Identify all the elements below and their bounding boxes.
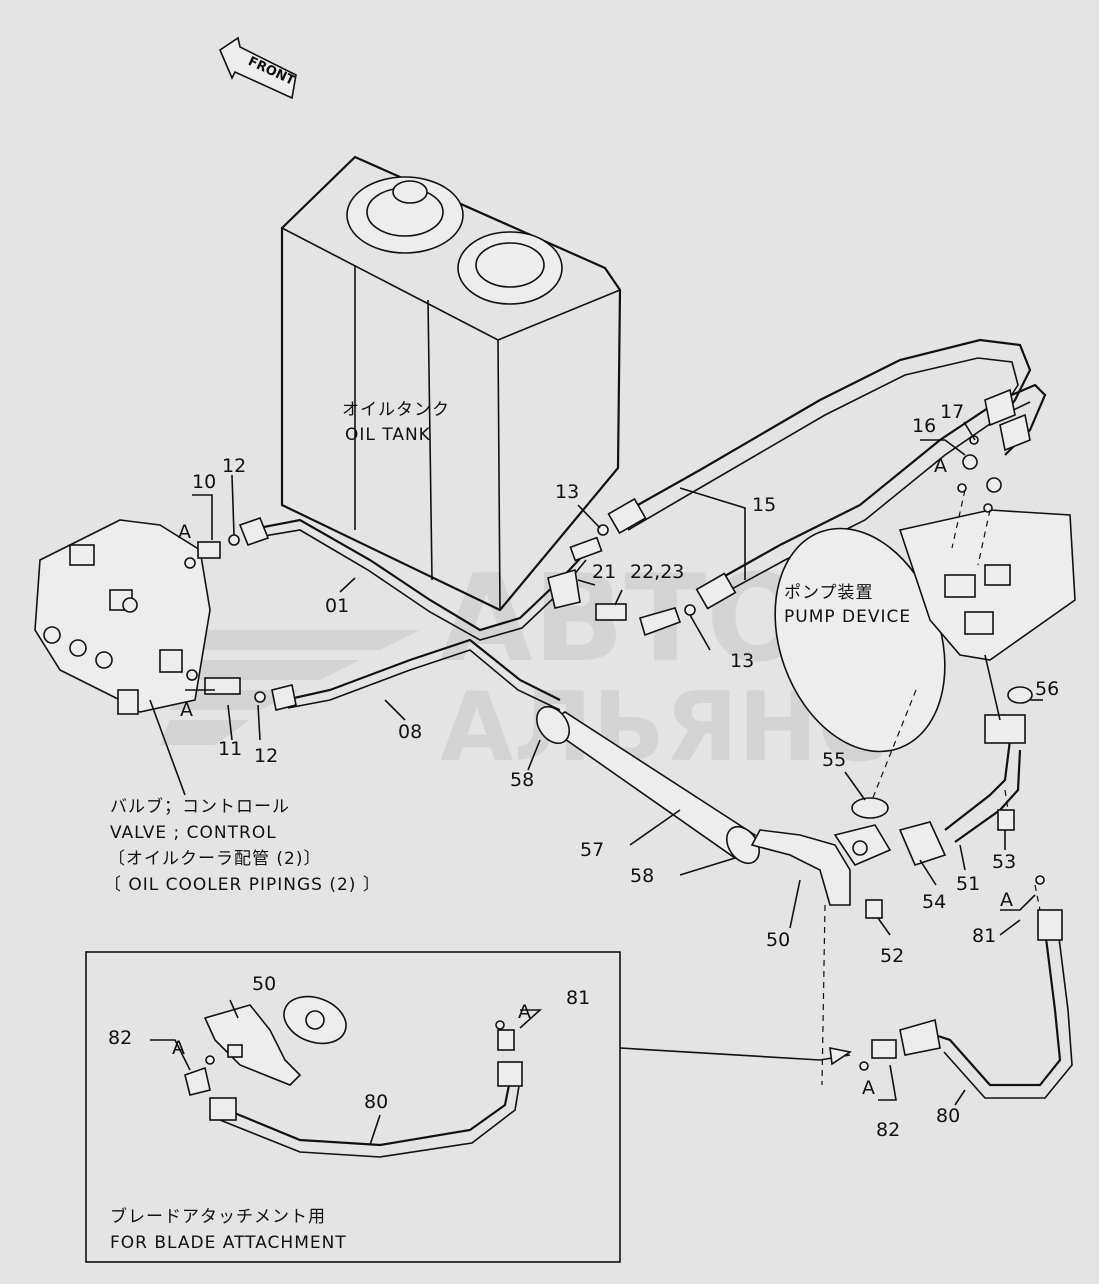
label-21: 21: [592, 561, 616, 583]
ref-a-81: A: [1000, 889, 1013, 911]
label-52: 52: [880, 945, 904, 967]
label-12-top: 12: [222, 455, 246, 477]
front-arrow: FRONT: [219, 36, 297, 100]
hose-57: [535, 705, 761, 865]
label-81: 81: [972, 925, 996, 947]
control-valve: [34, 519, 211, 715]
blade-attachment-inset: [85, 951, 621, 1263]
label-58-top: 58: [510, 769, 534, 791]
label-17: 17: [940, 401, 964, 423]
pipe-08: [284, 638, 561, 702]
label-10: 10: [192, 471, 216, 493]
label-54: 54: [922, 891, 946, 913]
oil-tank: [280, 155, 622, 612]
valve-label-jp: バルブ；コントロール: [110, 796, 290, 817]
inset-label-en: FOR BLADE ATTACHMENT: [110, 1233, 347, 1253]
bolt-52: [865, 899, 883, 919]
bolt-53: [997, 809, 1015, 831]
fitting-16: [962, 454, 978, 470]
fitting-10: [197, 541, 221, 559]
label-58-bottom: 58: [630, 865, 654, 887]
ref-a-pump: A: [934, 455, 947, 477]
ref-a-valve-bottom: A: [180, 699, 193, 721]
label-11: 11: [218, 738, 242, 760]
watermark-logo-icon: [160, 630, 420, 745]
inset-ref-a-82: A: [172, 1037, 185, 1059]
oil-cooler-label-en: 〔 OIL COOLER PIPINGS (2) 〕: [104, 875, 381, 895]
label-82: 82: [876, 1119, 900, 1141]
fitting-11: [204, 677, 241, 695]
label-01: 01: [325, 595, 349, 617]
gasket-55: [851, 797, 889, 819]
label-22-23: 22,23: [630, 561, 684, 583]
label-15: 15: [752, 494, 776, 516]
ref-a-82: A: [862, 1077, 875, 1099]
pump-label-en: PUMP DEVICE: [784, 607, 911, 627]
label-13-bottom: 13: [730, 650, 754, 672]
o-ring-12: [228, 534, 240, 546]
inset-label-80: 80: [364, 1091, 388, 1113]
label-53: 53: [992, 851, 1016, 873]
label-50: 50: [766, 929, 790, 951]
hose-80: [934, 929, 1062, 1087]
oil-tank-label-en: OIL TANK: [345, 425, 431, 445]
label-51: 51: [956, 873, 980, 895]
label-55: 55: [822, 749, 846, 771]
label-16: 16: [912, 415, 936, 437]
oil-tank-label-jp: オイルタンク: [342, 400, 450, 420]
pipe-50: [750, 829, 851, 906]
hose-15: [619, 338, 1032, 516]
inset-label-81: 81: [566, 987, 590, 1009]
ref-a-valve-top: A: [178, 521, 191, 543]
label-12-bottom: 12: [254, 745, 278, 767]
label-80: 80: [936, 1105, 960, 1127]
inset-label-82: 82: [108, 1027, 132, 1049]
label-56: 56: [1035, 678, 1059, 700]
inset-ref-a-81: A: [518, 1001, 531, 1023]
clamp-54: [898, 821, 947, 866]
label-13-top: 13: [555, 481, 579, 503]
valve-label-en: VALVE ; CONTROL: [110, 823, 277, 843]
inset-label-jp: ブレードアタッチメント用: [110, 1206, 326, 1227]
label-57: 57: [580, 839, 604, 861]
pump-label-jp: ポンプ装置: [784, 583, 874, 603]
oil-cooler-label-jp: 〔オイルクーラ配管 (2)〕: [108, 849, 321, 869]
inset-label-50: 50: [252, 973, 276, 995]
label-08: 08: [398, 721, 422, 743]
flange-56: [984, 714, 1026, 744]
pump-device: [774, 509, 1076, 753]
